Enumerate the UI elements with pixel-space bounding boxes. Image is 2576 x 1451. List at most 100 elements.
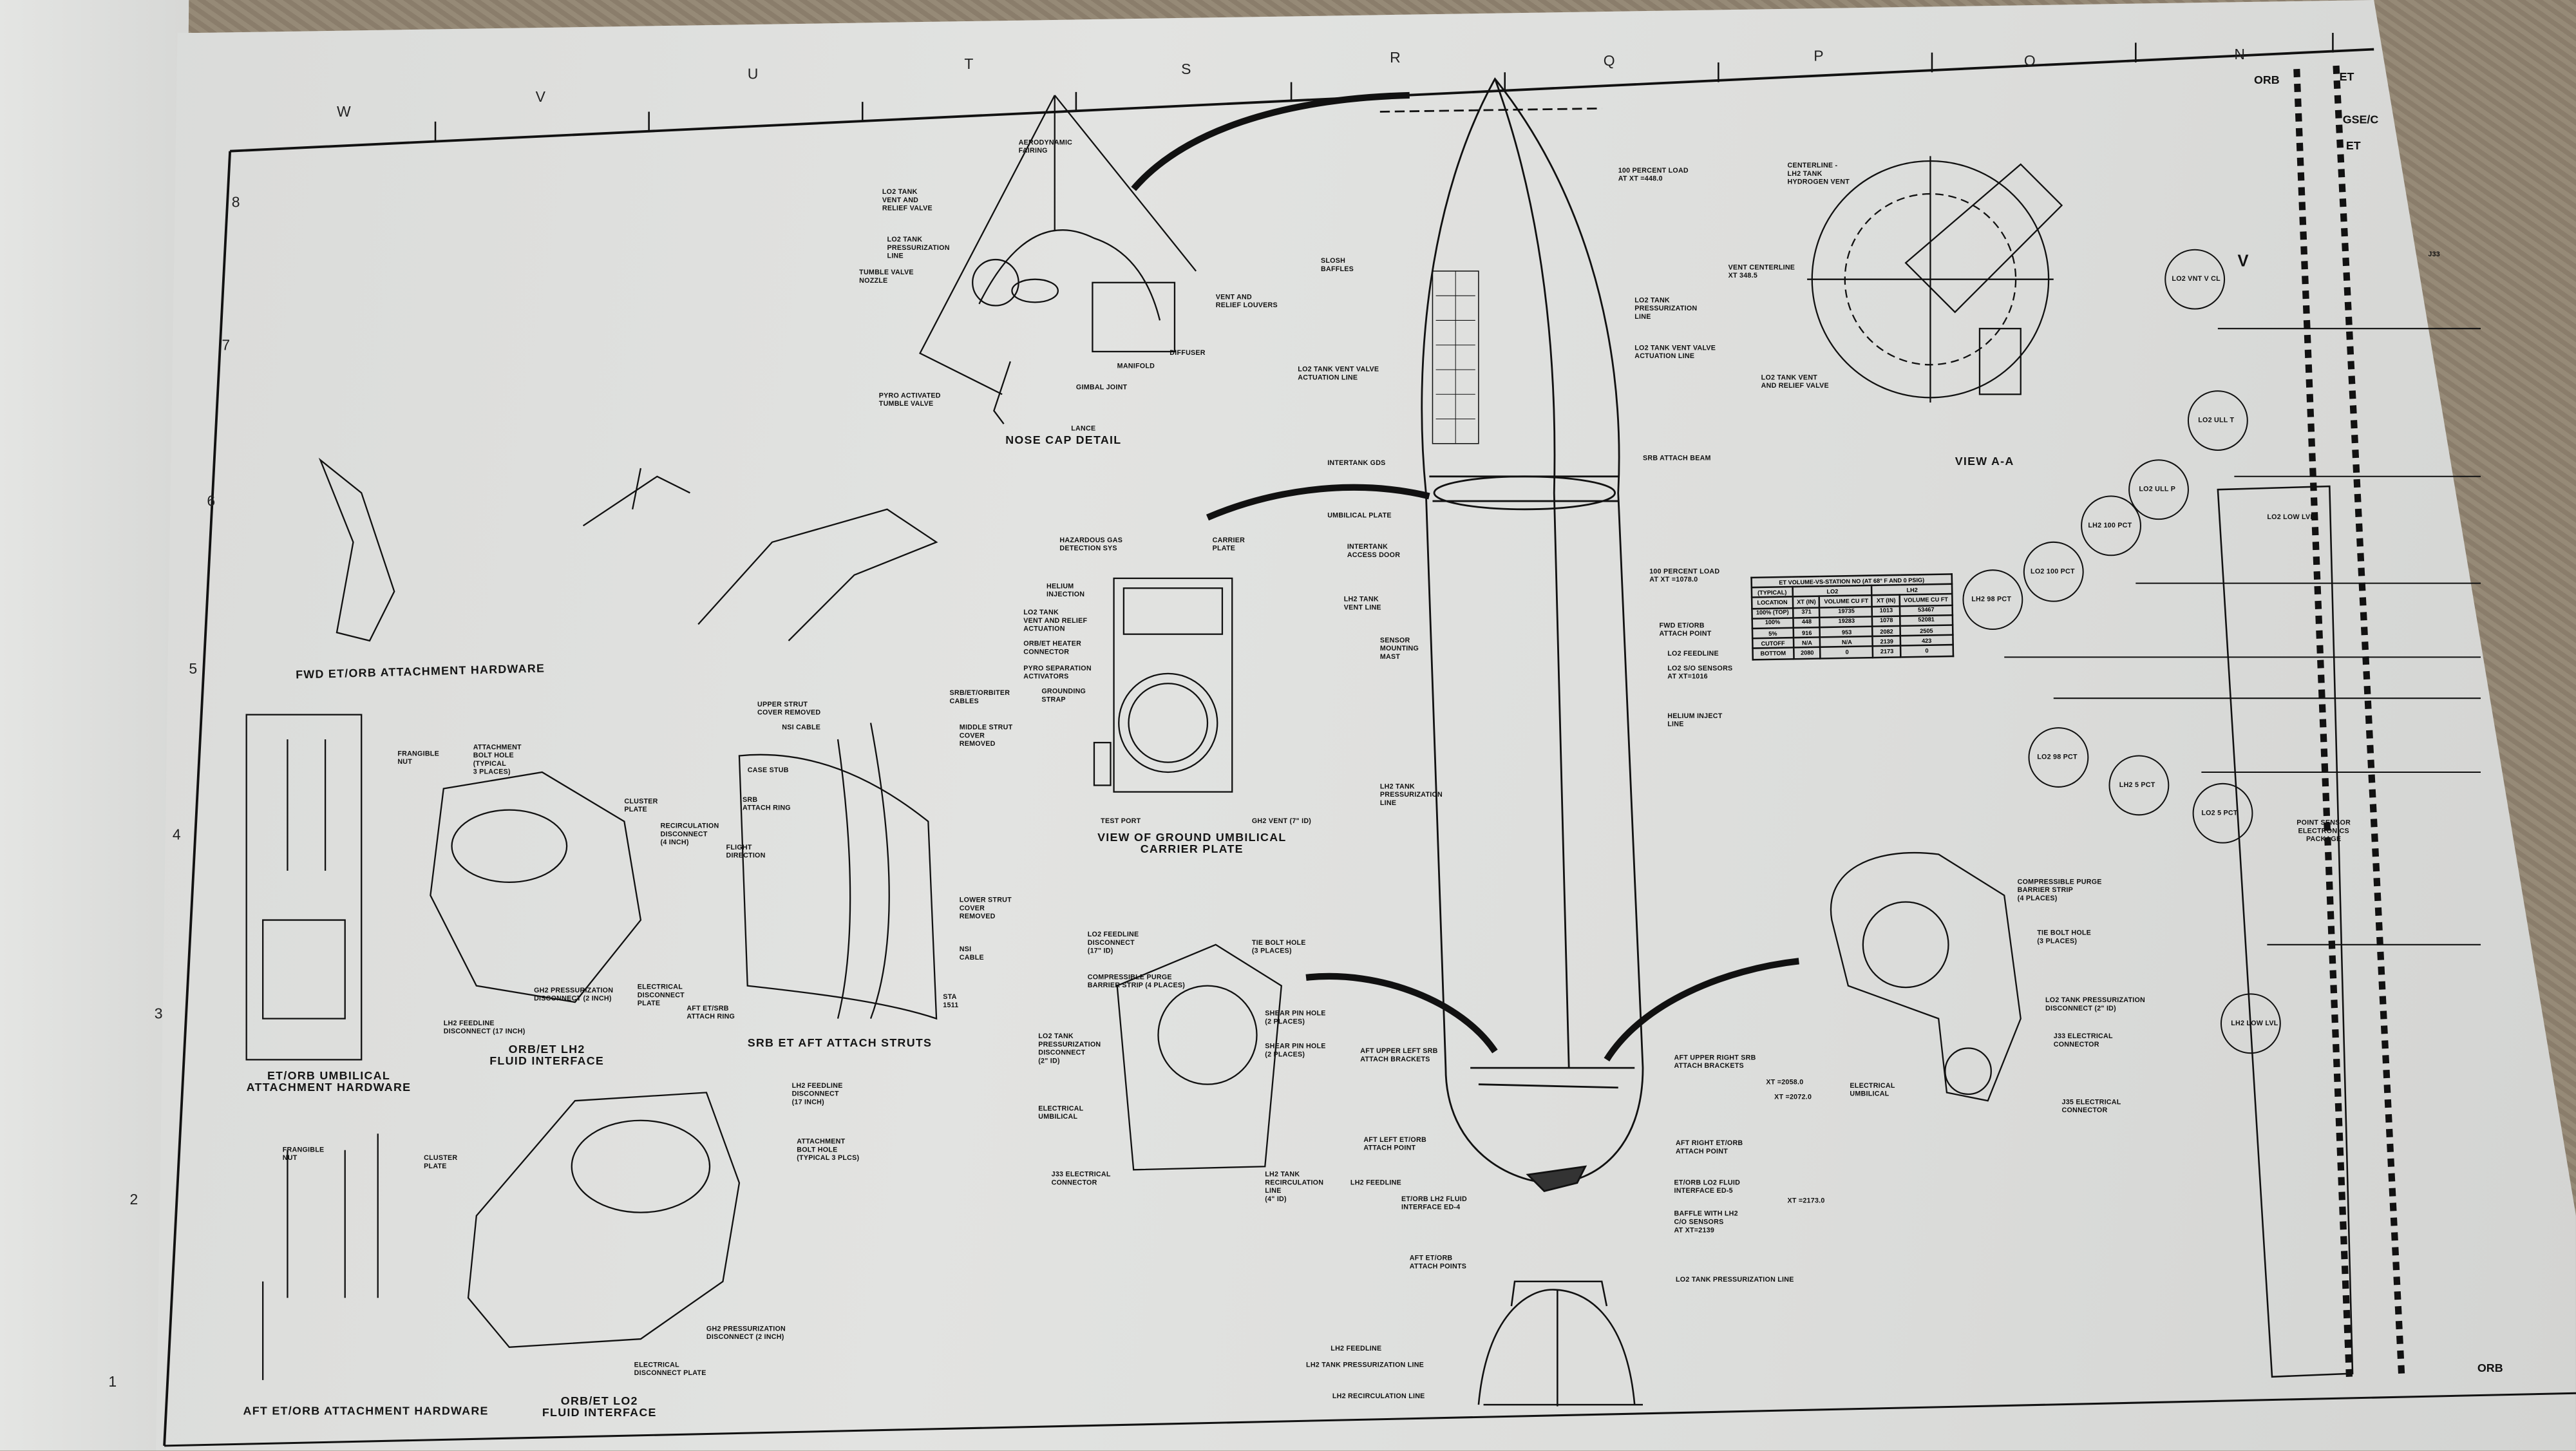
callout-label: LO2 TANK PRESSURIZATION DISCONNECT (2" I… <box>1038 1032 1101 1065</box>
callout-label: LO2 FEEDLINE <box>1667 649 1719 658</box>
callout-label: FLIGHT DIRECTION <box>726 842 766 860</box>
table-cell: 1013 <box>1872 605 1900 616</box>
label-et: ET <box>2339 72 2354 84</box>
grid-col-t: T <box>964 55 974 73</box>
label-orb: ORB <box>2253 75 2280 88</box>
caption-umbilical-attach: ET/ORB UMBILICAL ATTACHMENT HARDWARE <box>246 1071 412 1094</box>
table-cell: 371 <box>1792 607 1821 618</box>
callout-label: LOWER STRUT COVER REMOVED <box>959 895 1012 920</box>
table-cell: 2082 <box>1873 625 1900 637</box>
grid-row-4: 4 <box>172 826 181 843</box>
callout-label: XT =2173.0 <box>1787 1196 1825 1204</box>
callout-label: LO2 TANK VENT AND RELIEF VALVE <box>882 187 933 213</box>
aft-attach-dome <box>1477 1280 1643 1407</box>
callout-label: AFT ET/SRB ATTACH RING <box>687 1003 735 1021</box>
callout-label: SRB ATTACH RING <box>743 795 791 812</box>
callout-label: CLUSTER PLATE <box>424 1153 458 1170</box>
callout-label: TEST PORT <box>1101 816 1141 825</box>
callout-label: LH2 FEEDLINE DISCONNECT (17 INCH) <box>791 1081 843 1106</box>
callout-label: LO2 FEEDLINE DISCONNECT (17" ID) <box>1087 929 1139 955</box>
callout-label: AFT RIGHT ET/ORB ATTACH POINT <box>1676 1138 1743 1155</box>
grid-row-1: 1 <box>108 1373 117 1390</box>
callout-label: COMPRESSIBLE PURGE BARRIER STRIP (4 PLAC… <box>1087 972 1186 989</box>
table-cell: CUTOFF <box>1752 638 1794 649</box>
callout-label: CENTERLINE - LH2 TANK HYDROGEN VENT <box>1787 160 1850 186</box>
table-cell: 953 <box>1820 626 1873 638</box>
callout-label: MIDDLE STRUT COVER REMOVED <box>959 723 1013 748</box>
callout-label: COMPRESSIBLE PURGE BARRIER STRIP (4 PLAC… <box>2017 877 2102 902</box>
callout-label: INTERTANK ACCESS DOOR <box>1347 542 1401 559</box>
callout-label: LO2 TANK PRESSURIZATION LINE <box>887 234 950 260</box>
table-cell: 0 <box>1900 645 1953 657</box>
callout-label: LO2 S/O SENSORS AT XT=1016 <box>1667 663 1733 681</box>
column-ticks <box>434 33 2334 142</box>
callout-label: VENT CENTERLINE XT 348.5 <box>1728 263 1795 280</box>
caption-aft-attach: AFT ET/ORB ATTACHMENT HARDWARE <box>243 1406 489 1418</box>
right-panel-linework <box>1962 65 2481 1381</box>
table-cell: 100% (TOP) <box>1752 607 1794 618</box>
callout-label: CARRIER PLATE <box>1212 535 1245 553</box>
callout-label: TIE BOLT HOLE (3 PLACES) <box>1251 938 1306 955</box>
ground-umbilical-drawing <box>1093 577 1233 793</box>
left-border-line <box>163 151 232 1446</box>
grid-row-6: 6 <box>207 493 216 509</box>
callout-label: ELECTRICAL UMBILICAL <box>1038 1104 1084 1121</box>
callout-label: LO2 TANK VENT VALVE ACTUATION LINE <box>1298 365 1379 381</box>
table-cell: 2080 <box>1794 647 1821 658</box>
callout-label: HELIUM INJECT LINE <box>1667 711 1723 728</box>
binder-left-page <box>0 0 189 1451</box>
callout-label: LH2 RECIRCULATION LINE <box>1332 1391 1425 1400</box>
callout-label: UMBILICAL PLATE <box>1327 511 1392 520</box>
label-gse: GSE/C <box>2342 115 2379 127</box>
callout-label: SRB ATTACH BEAM <box>1643 453 1711 462</box>
caption-nose-cap: NOSE CAP DETAIL <box>1005 435 1122 447</box>
left-detail-drawings <box>245 457 2022 1380</box>
table-cell: 19283 <box>1820 616 1873 627</box>
grid-col-r: R <box>1390 49 1401 66</box>
table-cell: 5% <box>1752 627 1794 639</box>
callout-label: LO2 TANK VENT AND RELIEF VALVE <box>1761 373 1829 390</box>
callout-label: 100 PERCENT LOAD AT XT =1078.0 <box>1649 567 1720 583</box>
callout-label: FRANGIBLE NUT <box>282 1145 325 1162</box>
callout-label: J33 ELECTRICAL CONNECTOR <box>2053 1032 2113 1048</box>
label-et-2: ET <box>2345 141 2361 153</box>
callout-label: SHEAR PIN HOLE (2 PLACES) <box>1265 1041 1326 1058</box>
callout-label: AFT UPPER LEFT SRB ATTACH BRACKETS <box>1360 1046 1438 1063</box>
callout-label: LO2 TANK PRESSURIZATION LINE <box>1676 1275 1794 1284</box>
sensor-badge: LO2 LOW LVL <box>2267 512 2315 521</box>
grid-col-n: N <box>2234 46 2245 62</box>
callout-arrows <box>1131 91 1799 1062</box>
callout-label: FWD ET/ORB ATTACH POINT <box>1659 621 1712 638</box>
callout-label: 100 PERCENT LOAD AT XT =448.0 <box>1618 166 1689 183</box>
callout-label: MANIFOLD <box>1117 361 1155 370</box>
callout-label: LH2 TANK VENT LINE <box>1343 594 1381 611</box>
caption-ground-umbilical: VIEW OF GROUND UMBILICAL CARRIER PLATE <box>1097 833 1287 857</box>
callout-label: AFT LEFT ET/ORB ATTACH POINT <box>1363 1135 1426 1152</box>
table-cell: BOTTOM <box>1752 648 1794 659</box>
sensor-badge: LO2 98 PCT <box>2037 752 2078 761</box>
sensor-badge: LH2 98 PCT <box>1971 594 2012 603</box>
callout-label: SENSOR MOUNTING MAST <box>1379 636 1419 661</box>
grid-col-v: V <box>535 88 545 106</box>
table-cell: N/A <box>1793 637 1821 649</box>
top-border-line <box>230 48 2374 153</box>
caption-view-a-a: VIEW A-A <box>1955 457 2014 469</box>
callout-label: J33 ELECTRICAL CONNECTOR <box>1051 1170 1111 1186</box>
callout-label: HELIUM INJECTION <box>1046 582 1085 598</box>
callout-label: J35 ELECTRICAL CONNECTOR <box>2061 1097 2121 1114</box>
callout-label: ATTACHMENT BOLT HOLE (TYPICAL 3 PLCS) <box>797 1137 860 1162</box>
caption-lo2-interface: ORB/ET LO2 FLUID INTERFACE <box>542 1396 657 1420</box>
callout-label: LH2 FEEDLINE DISCONNECT (17 INCH) <box>443 1018 526 1036</box>
bottom-border-line <box>164 1392 2576 1447</box>
table-cell: 916 <box>1793 627 1821 638</box>
sensor-badge: LO2 ULL P <box>2139 484 2176 493</box>
callout-label: CASE STUB <box>747 765 789 774</box>
callout-label: NSI CABLE <box>959 944 984 962</box>
callout-label: STA 1511 <box>943 992 959 1009</box>
grid-col-p: P <box>1814 47 1824 64</box>
callout-label: LO2 TANK PRESSURIZATION DISCONNECT (2" I… <box>2045 995 2146 1012</box>
callout-label: RECIRCULATION DISCONNECT (4 INCH) <box>660 821 719 846</box>
callout-label: GH2 PRESSURIZATION DISCONNECT (2 INCH) <box>534 985 614 1003</box>
nose-cap-drawing <box>919 95 1197 424</box>
